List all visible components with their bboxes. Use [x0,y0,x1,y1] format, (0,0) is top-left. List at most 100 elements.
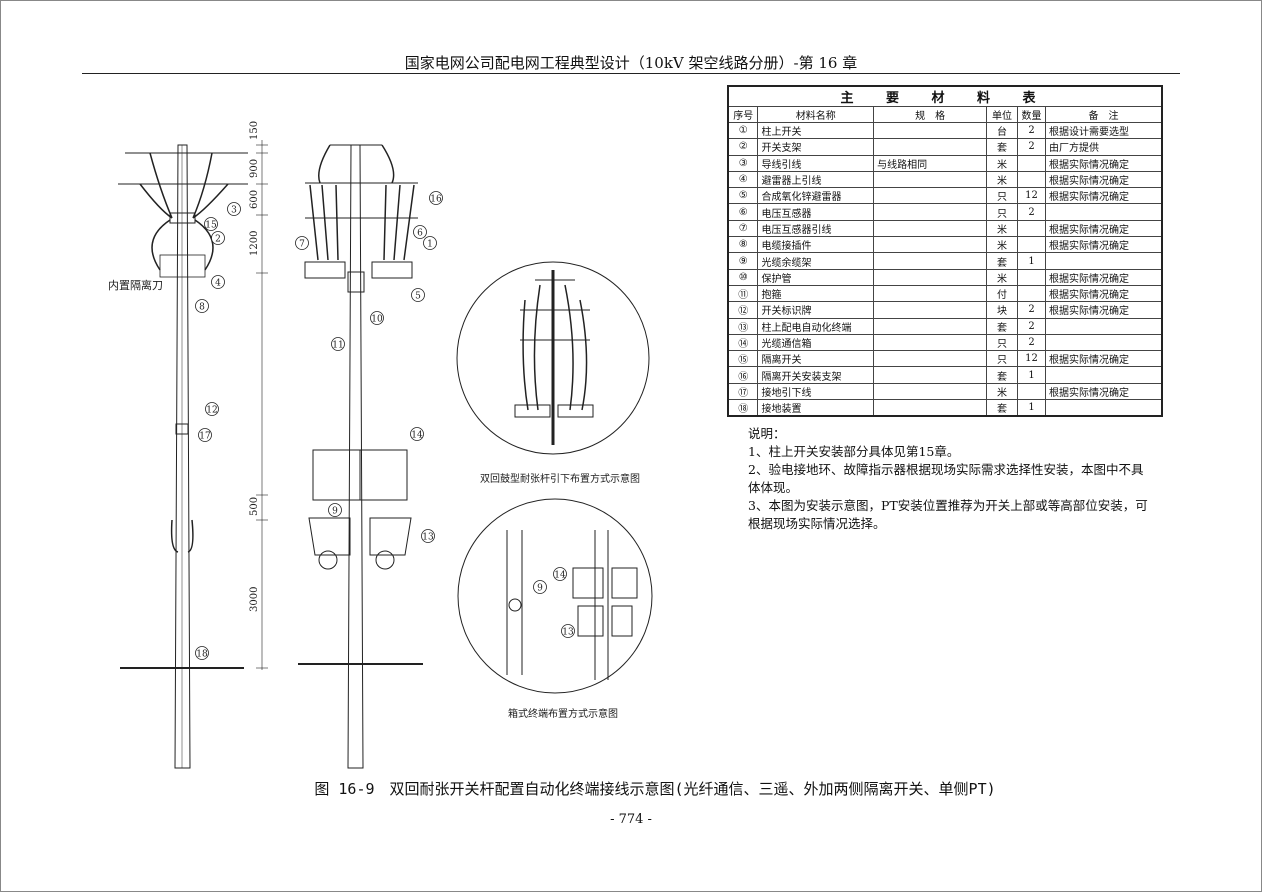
table-cell: 12 [1017,350,1046,368]
dim-label: 3000 [249,587,260,612]
table-cell: 1 [1017,399,1046,417]
callout-number: 14 [411,431,423,441]
table-cell: ① [727,121,759,140]
table-cell: 根据实际情况确定 [1044,350,1163,368]
callout-number: 3 [231,206,237,216]
table-cell [1044,317,1163,335]
table-cell [873,284,988,303]
table-cell: 光缆通信箱 [757,333,875,352]
column-header: 规 格 [873,106,988,123]
table-cell: 柱上配电自动化终端 [757,317,875,335]
callout-number: 12 [206,406,217,416]
note-item: 1、柱上开关安装部分具体见第15章。 [748,444,960,459]
table-cell: ⑦ [727,219,759,238]
table-cell [873,121,988,140]
table-cell: 根据实际情况确定 [1044,268,1163,286]
callout-circle [295,236,309,250]
callout-circle [370,311,384,325]
callout-number: 6 [417,229,423,239]
table-cell: ⑯ [727,366,759,384]
table-cell: 接地引下线 [757,382,875,401]
table-cell [873,187,988,205]
callout-number: 9 [332,507,338,517]
callout-number: 4 [215,279,221,289]
table-cell: 套 [986,399,1019,417]
callout-circle [227,202,241,216]
page-number: - 774 - [610,812,652,827]
callout-number: 13 [422,533,434,543]
detail2-caption: 箱式终端布置方式示意图 [508,707,618,720]
callout-circle [328,503,342,517]
callout-circle [198,428,212,442]
callout-number: 1 [427,240,433,250]
table-cell: 只 [986,350,1019,368]
table-cell: ⑥ [727,203,759,221]
table-cell: 柱上开关 [757,121,875,140]
callout-number: 10 [371,315,383,325]
table-cell [873,366,988,384]
table-cell: 2 [1017,317,1046,335]
table-cell [1017,268,1046,286]
table-cell [873,317,988,335]
callout-number: 8 [199,303,205,313]
table-cell: 米 [986,170,1019,189]
table-cell: ⑪ [727,284,759,303]
detail-circle-1 [456,261,650,455]
table-cell: 2 [1017,203,1046,221]
table-cell [873,333,988,352]
detail1-caption: 双回鼓型耐张杆引下布置方式示意图 [480,472,640,485]
table-cell: ⑬ [727,317,759,335]
table-header-row: 序号材料名称规 格单位数量备 注 [727,106,1163,123]
table-cell: ⑮ [727,350,759,368]
dim-label: 900 [249,159,260,178]
callout-number: 11 [332,341,343,351]
table-cell: 根据实际情况确定 [1044,382,1163,401]
table-cell: 2 [1017,301,1046,319]
table-cell: 抱箍 [757,284,875,303]
callout-circle [211,231,225,245]
callout-circle [410,427,424,441]
table-cell: ⑤ [727,187,759,205]
table-cell: 米 [986,268,1019,286]
page-header: 国家电网公司配电网工程典型设计（10kV 架空线路分册）-第 16 章 [404,54,858,72]
table-cell: 块 [986,301,1019,319]
callout-number: 13 [562,628,574,638]
table-cell: 台 [986,121,1019,140]
note-item: 3、本图为安装示意图，PT安装位置推荐为开关上部或等高部位安装，可根据现场实际情… [748,498,1148,531]
table-cell: 只 [986,203,1019,221]
callout-number: 5 [415,292,421,302]
table-cell [1044,333,1163,352]
column-header: 备 注 [1044,106,1163,123]
note-item: 2、验电接地环、故障指示器根据现场实际需求选择性安装，本图中不具体体现。 [748,462,1144,495]
table-cell [873,203,988,221]
table-cell [1017,154,1046,172]
callout-circle [204,217,218,231]
table-cell [1017,170,1046,189]
table-cell: 接地装置 [757,399,875,417]
table-cell [873,252,988,270]
table-cell: 套 [986,252,1019,270]
dim-label: 500 [249,497,260,516]
table-cell: 导线引线 [757,154,875,172]
callout-circle [413,225,427,239]
table-cell: ⑨ [727,252,759,270]
table-cell: 套 [986,366,1019,384]
header-rule [82,73,1180,74]
table-cell: 隔离开关 [757,350,875,368]
table-cell: 保护管 [757,268,875,286]
table-cell: ⑫ [727,301,759,319]
